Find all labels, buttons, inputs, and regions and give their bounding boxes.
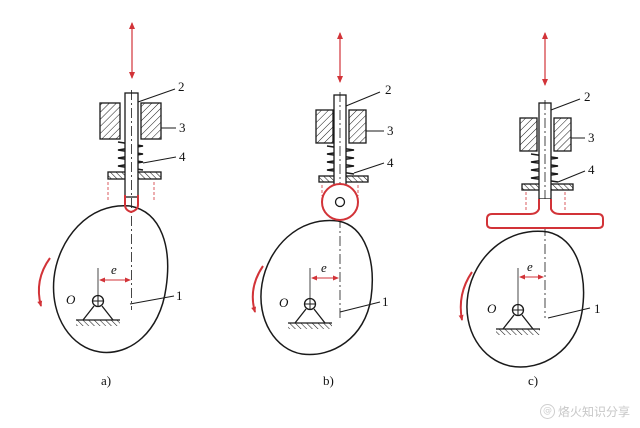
label-pivot: O: [66, 292, 76, 307]
at-icon: @: [539, 403, 555, 419]
cam-profile: [260, 219, 373, 356]
label-guide: 3: [179, 120, 186, 135]
label-spring: 4: [588, 162, 595, 177]
rotation-arrow: [251, 265, 264, 313]
guide-block-right: [140, 102, 162, 140]
leader-4: [353, 162, 385, 174]
mechanism-a: 2 3 4 1 O e a): [37, 22, 186, 388]
label-plunger: 2: [385, 82, 392, 97]
flat-face-follower: [486, 199, 604, 229]
caption-a: a): [101, 373, 111, 388]
caption-b: b): [323, 373, 334, 388]
leader-2: [137, 88, 176, 103]
label-guide: 3: [387, 123, 394, 138]
label-cam: 1: [176, 288, 183, 303]
leader-1: [547, 307, 591, 319]
guide-block-left: [519, 117, 538, 152]
pivot-support: [496, 303, 540, 335]
guide-block-right: [553, 117, 572, 152]
caption-c: c): [528, 373, 538, 388]
label-pivot: O: [279, 295, 289, 310]
guide-block-left: [99, 102, 121, 140]
roller-pin: [334, 196, 346, 208]
label-guide: 3: [588, 130, 595, 145]
cam-profile: [52, 205, 169, 354]
mechanism-b: 2 3 4 1 O e b): [251, 32, 394, 388]
label-offset: e: [111, 262, 117, 277]
mechanism-c: 2 3 4 1 O e c): [458, 32, 604, 388]
label-pivot: O: [487, 301, 497, 316]
watermark: @ 烙火知识分享: [539, 402, 630, 420]
label-plunger: 2: [178, 79, 185, 94]
leader-2: [345, 91, 381, 107]
pivot-support: [288, 297, 332, 329]
pivot-support: [76, 294, 120, 326]
rotation-arrow: [458, 271, 473, 321]
label-cam: 1: [594, 301, 601, 316]
rotation-arrow: [37, 257, 51, 307]
label-spring: 4: [179, 149, 186, 164]
leader-4: [557, 170, 586, 183]
watermark-text: 烙火知识分享: [557, 404, 630, 419]
knife-edge-follower: [124, 195, 139, 214]
label-spring: 4: [387, 155, 394, 170]
label-cam: 1: [382, 294, 389, 309]
label-offset: e: [527, 259, 533, 274]
label-plunger: 2: [584, 89, 591, 104]
leader-2: [550, 98, 581, 111]
leader-4: [142, 156, 177, 164]
cam-profile: [466, 230, 585, 368]
label-offset: e: [321, 260, 327, 275]
leader-1: [339, 301, 381, 313]
guide-block-right: [348, 109, 367, 144]
leader-1: [129, 295, 175, 305]
guide-block-left: [315, 109, 334, 144]
